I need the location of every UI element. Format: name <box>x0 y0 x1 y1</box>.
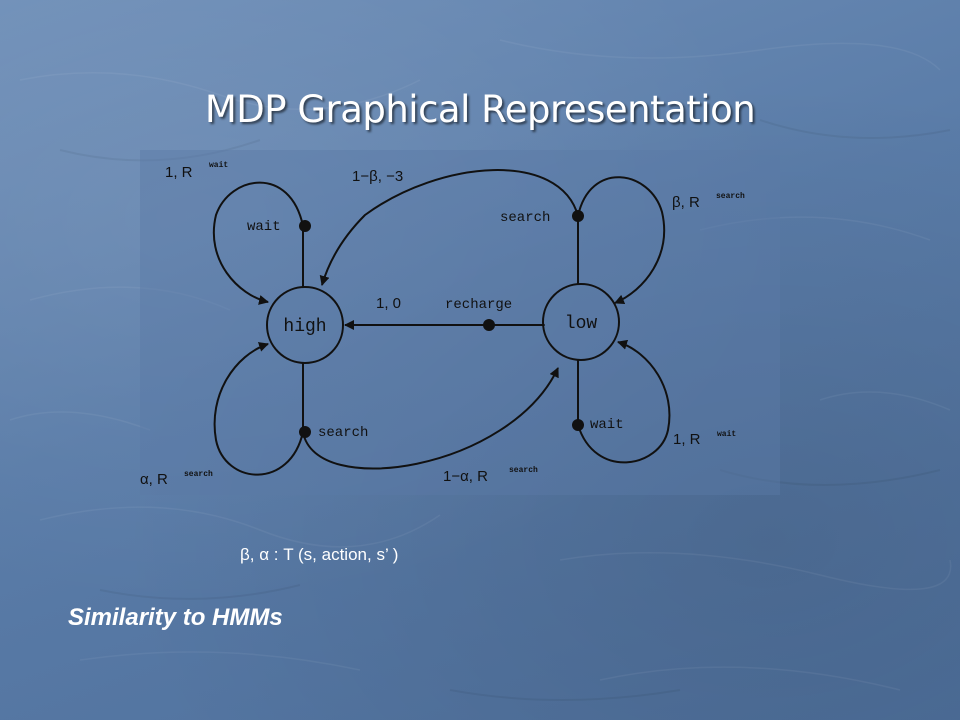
transition-label-high-search-self: α, R <box>140 471 168 488</box>
state-high-node <box>266 286 344 364</box>
transition-sup-high-search-to-low: search <box>509 466 538 475</box>
transition-sup-high-wait-self: wait <box>209 161 228 170</box>
high-search-to-low-arc <box>302 367 559 470</box>
action-label-high-wait: wait <box>247 219 281 235</box>
action-label-recharge: recharge <box>445 297 512 313</box>
action-node-low-search <box>572 210 584 222</box>
slide-title: MDP Graphical Representation <box>204 88 756 131</box>
transition-sup-high-search-self: search <box>184 470 213 479</box>
action-label-high-search: search <box>318 425 368 441</box>
low-search-to-high-arc <box>319 169 579 286</box>
action-node-low-wait <box>572 419 584 431</box>
transition-label-low-search-self: β, R <box>672 194 700 211</box>
transition-caption: β, α : T (s, action, s’ ) <box>240 545 399 564</box>
high-search-loop-arc <box>213 342 304 476</box>
transition-label-low-search-to-high: 1−β, −3 <box>352 168 403 185</box>
low-search-loop-arc <box>577 176 666 305</box>
action-label-low-wait: wait <box>590 417 624 433</box>
transition-sup-low-wait-self: wait <box>717 430 736 439</box>
action-node-high-search <box>299 426 311 438</box>
state-high-label: high <box>283 317 326 337</box>
low-wait-loop-arc <box>577 339 671 464</box>
transition-sup-low-search-self: search <box>716 192 745 201</box>
high-wait-loop-arc <box>212 181 304 305</box>
action-node-recharge <box>483 319 495 331</box>
state-low-node <box>542 283 620 361</box>
action-label-low-search: search <box>500 210 550 226</box>
transition-label-high-wait-self: 1, R <box>165 164 193 181</box>
diagram-background <box>140 150 780 495</box>
transition-label-high-search-to-low: 1−α, R <box>443 468 488 485</box>
state-low-label: low <box>565 314 598 334</box>
action-node-high-wait <box>299 220 311 232</box>
transition-label-low-recharge-to-high: 1, 0 <box>376 295 401 312</box>
subheading: Similarity to HMMs <box>68 604 283 631</box>
transition-label-low-wait-self: 1, R <box>673 431 701 448</box>
